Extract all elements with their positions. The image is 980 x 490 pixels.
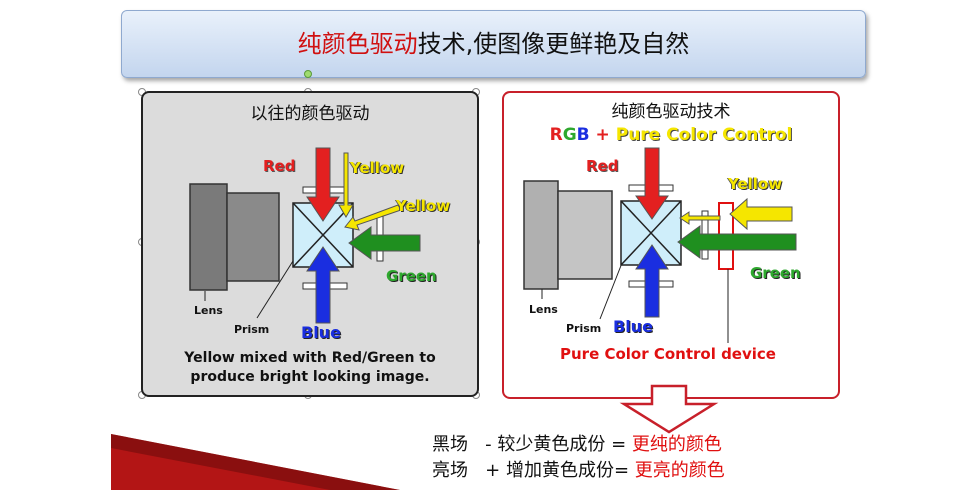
panel-title: 纯颜色驱动技术 (611, 102, 731, 122)
banner-highlight: 纯颜色驱动 (297, 30, 418, 58)
panel-title: 以往的颜色驱动 (250, 104, 370, 124)
rgb-r: R (549, 125, 563, 145)
pure-color-control-text: Pure Color Control (615, 125, 793, 145)
caption-line-1: Yellow mixed with Red/Green to (184, 350, 436, 366)
bright-scene-result: 更亮的颜色 (634, 460, 725, 481)
prism-label: Prism (234, 323, 270, 336)
green-label: Green (750, 264, 801, 282)
yellow-arrow-small (679, 211, 721, 225)
red-label: Red (586, 157, 619, 175)
yellow-arrow-vertical (338, 152, 354, 218)
dark-scene-result: 更纯的颜色 (631, 434, 722, 455)
blue-arrow (635, 244, 669, 318)
caption-line-2: produce bright looking image. (190, 369, 430, 385)
yellow-label-side: Yellow (396, 197, 451, 215)
blue-label: Blue (613, 317, 653, 336)
yellow-label: Yellow (728, 175, 783, 193)
caption: Yellow mixed with Red/Green to produce b… (143, 349, 477, 387)
lens-label: Lens (194, 304, 223, 317)
bright-scene-text: 亮场 + 增加黄色成份= (432, 460, 635, 481)
rotation-handle[interactable] (304, 70, 312, 78)
blue-arrow (306, 246, 340, 324)
lens-body (189, 183, 228, 291)
prism-label: Prism (566, 322, 602, 335)
yellow-arrow (729, 197, 793, 231)
red-arrow (635, 147, 669, 220)
bright-scene-line: 亮场 + 增加黄色成份= 更亮的颜色 (432, 456, 725, 482)
dark-scene-line: 黑场 - 较少黄色成份 = 更纯的颜色 (432, 430, 722, 456)
yellow-arrow-diagonal (344, 204, 402, 231)
rgb-pure-color-control-heading: RGB + Pure Color Control (504, 125, 838, 145)
conventional-optics-diagram (189, 147, 421, 324)
red-label: Red (263, 157, 296, 175)
lens-barrel (226, 192, 280, 282)
yellow-label-top: Yellow (350, 159, 405, 177)
lens-label: Lens (529, 303, 558, 316)
green-arrow (348, 226, 421, 260)
conventional-color-drive-panel: 以往的颜色驱动 Red Yellow Yellow Green Blue Len… (141, 91, 479, 397)
title-banner: 纯颜色驱动技术,使图像更鲜艳及自然 (121, 10, 866, 78)
rgb-plus: + (589, 125, 616, 145)
green-arrow (677, 225, 797, 259)
blue-label: Blue (301, 323, 341, 342)
pure-color-control-device-label: Pure Color Control device (560, 345, 776, 363)
red-arrow (306, 147, 340, 222)
rgb-b: B (576, 125, 590, 145)
decorative-wedge (111, 434, 400, 490)
pure-color-optics-diagram (523, 147, 797, 343)
green-label: Green (386, 267, 437, 285)
lens-body (523, 180, 559, 290)
dark-scene-text: 黑场 - 较少黄色成份 = (432, 434, 632, 455)
rgb-g: G (562, 125, 577, 145)
pure-color-drive-panel: 纯颜色驱动技术 RGB + Pure Color Control Red Yel… (502, 91, 840, 399)
lens-barrel (557, 190, 613, 280)
banner-text: 技术,使图像更鲜艳及自然 (417, 30, 690, 58)
